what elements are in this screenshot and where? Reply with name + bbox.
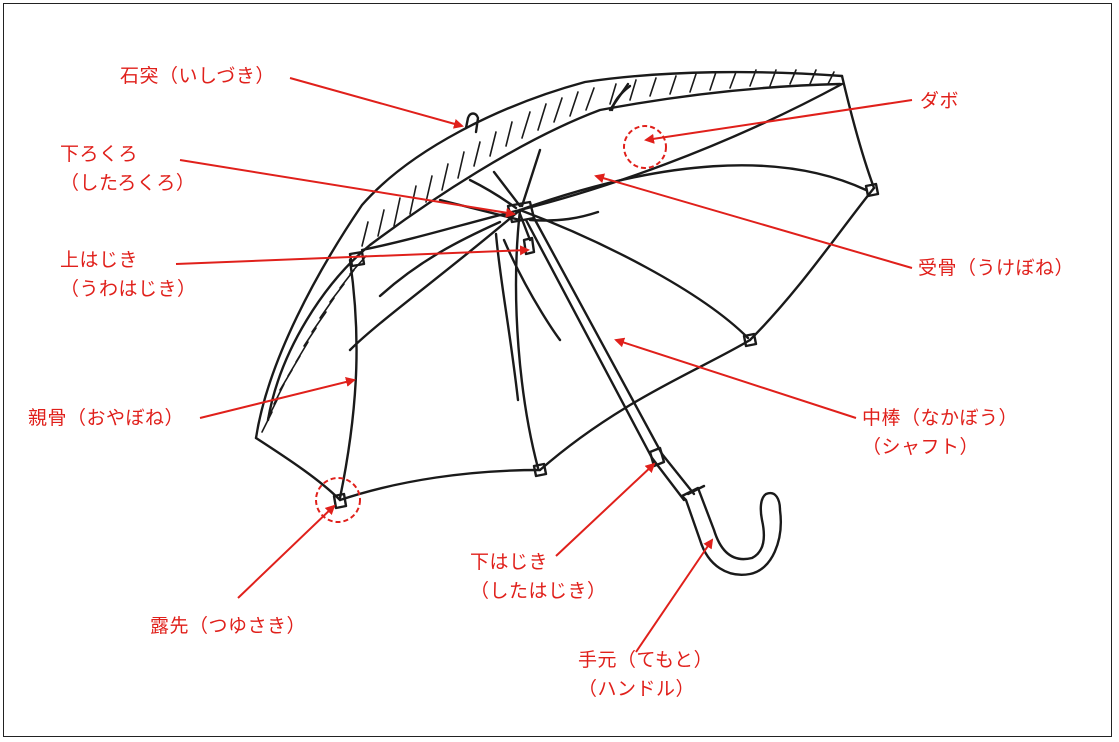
label-ishizuki-text: 石突（いしづき） xyxy=(120,65,275,87)
arrow-dabo xyxy=(644,99,913,144)
label-shitarokuro-line1: 下ろくろ xyxy=(60,143,139,165)
label-shitarokuro: 下ろくろ （したろくろ） xyxy=(60,140,195,198)
label-uwahajiki-line2: （うわはじき） xyxy=(60,278,197,300)
label-ukebone: 受骨（うけぼね） xyxy=(918,254,1074,283)
label-nakabou-line2: （シャフト） xyxy=(862,436,980,458)
label-shitahajiki: 下はじき （したはじき） xyxy=(470,548,607,606)
label-ukebone-text: 受骨（うけぼね） xyxy=(918,257,1075,279)
diagram-frame xyxy=(3,3,1112,737)
label-uwahajiki: 上はじき （うわはじき） xyxy=(60,246,197,304)
dabo-highlight xyxy=(623,125,667,169)
arrow-tsuyusaki xyxy=(237,504,336,599)
umbrella-illustration xyxy=(254,69,880,576)
arrow-shitarokuro xyxy=(179,159,516,218)
canopy-band-outer xyxy=(254,70,844,440)
arrow-nakabou xyxy=(614,337,857,419)
label-tsuyusaki-text: 露先（つゆさき） xyxy=(150,615,307,637)
handle xyxy=(680,486,782,576)
shaft xyxy=(524,218,654,460)
canopy-right-edge xyxy=(840,74,876,190)
canopy-band-inner xyxy=(266,82,842,422)
tsuyusaki-highlight xyxy=(315,477,361,523)
arrow-uwahajiki xyxy=(175,245,530,265)
label-shitahajiki-line1: 下はじき xyxy=(470,551,549,573)
label-ishizuki: 石突（いしづき） xyxy=(120,62,275,91)
label-temoto-line1: 手元（てもと） xyxy=(578,649,714,671)
label-dabo: ダボ xyxy=(920,87,959,116)
leader-arrows xyxy=(175,77,913,653)
label-uwahajiki-line1: 上はじき xyxy=(60,249,139,271)
label-temoto-line2: （ハンドル） xyxy=(578,678,696,700)
label-nakabou: 中棒（なかぼう） （シャフト） xyxy=(862,404,1018,462)
arrow-ukebone xyxy=(594,173,913,269)
label-temoto: 手元（てもと） （ハンドル） xyxy=(578,646,713,704)
label-nakabou-line1: 中棒（なかぼう） xyxy=(862,407,1019,429)
label-shitarokuro-line2: （したろくろ） xyxy=(60,172,196,194)
ferrule xyxy=(464,112,480,134)
arrow-oyabone xyxy=(199,377,356,419)
label-oyabone: 親骨（おやぼね） xyxy=(28,404,184,433)
label-tsuyusaki: 露先（つゆさき） xyxy=(150,612,306,641)
bottom-spring xyxy=(648,446,666,468)
label-dabo-text: ダボ xyxy=(920,90,960,112)
arrow-ishizuki xyxy=(289,77,464,129)
arrow-temoto xyxy=(635,538,714,653)
arrow-shitahajiki xyxy=(555,462,656,557)
label-shitahajiki-line2: （したはじき） xyxy=(470,580,607,602)
label-oyabone-text: 親骨（おやぼね） xyxy=(28,407,185,429)
